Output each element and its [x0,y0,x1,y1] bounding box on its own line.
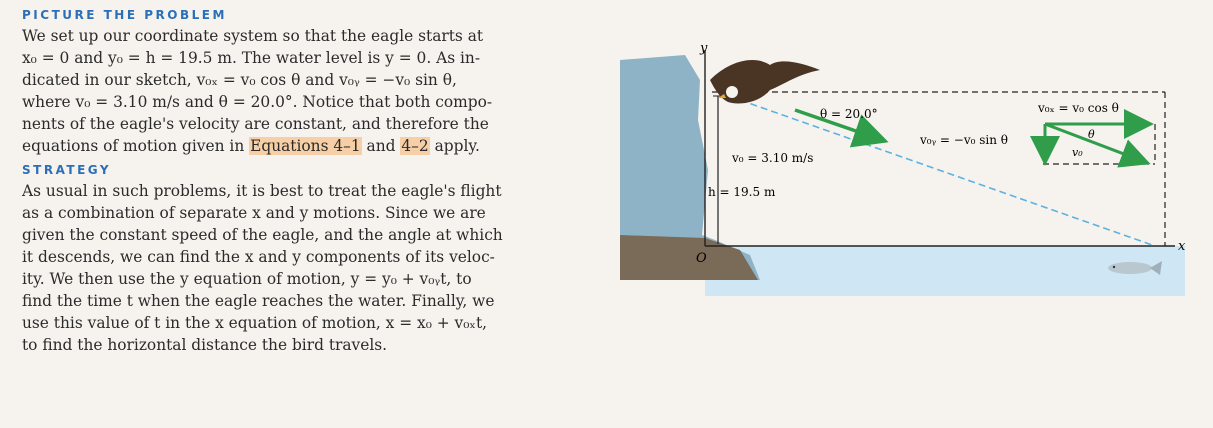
strategy-line: use this value of t in the x equation of… [22,314,488,332]
problem-line: dicated in our sketch, v₀ₓ = v₀ cos θ an… [22,71,457,89]
problem-text: apply. [429,137,480,155]
text-column: PICTURE THE PROBLEM We set up our coordi… [22,8,597,362]
velocity-vector [794,108,889,148]
equations-4-2-link[interactable]: 4–2 [400,137,430,155]
y-axis-label: y [699,41,708,56]
water-surface [705,246,1185,296]
cliff [620,55,760,280]
v0-small-vector [1044,122,1151,168]
eagle-figure: y x O h = 19.5 m θ = 20.0° v₀ = 3.10 m/s… [620,41,1186,296]
problem-line: x₀ = 0 and y₀ = h = 19.5 m. The water le… [22,49,481,67]
strategy-line: ity. We then use the y equation of motio… [22,270,472,288]
v0-small-label: v₀ [1072,146,1083,159]
vy-label: v₀ᵧ = −v₀ sin θ [919,133,1008,147]
strategy-line: to find the horizontal distance the bird… [22,336,388,354]
strategy-line: find the time t when the eagle reaches t… [22,292,495,310]
height-label: h = 19.5 m [708,185,776,199]
picture-problem-heading: PICTURE THE PROBLEM [22,8,227,22]
problem-line: nents of the eagle's velocity are consta… [22,115,489,133]
problem-line: where v₀ = 3.10 m/s and θ = 20.0°. Notic… [22,93,493,111]
problem-text: equations of motion given in [22,137,250,155]
problem-text: and [361,137,401,155]
cliff-base-rock [620,235,758,280]
angle-label: θ = 20.0° [820,107,878,121]
flight-path [739,99,1156,247]
eagle-icon [710,60,820,104]
problem-line-last: equations of motion given in Equations 4… [22,135,597,157]
origin-label: O [696,251,707,266]
fish-icon [1108,261,1162,275]
strategy-heading: STRATEGY [22,163,112,177]
vx-label: v₀ₓ = v₀ cos θ [1037,101,1119,115]
strategy-line: given the constant speed of the eagle, a… [22,226,503,244]
theta-label: θ [1088,128,1095,141]
strategy-line: as a combination of separate x and y mot… [22,204,486,222]
x-axis-label: x [1178,239,1186,254]
strategy-paragraph: As usual in such problems, it is best to… [22,180,597,356]
strategy-line: it descends, we can find the x and y com… [22,248,495,266]
problem-line: We set up our coordinate system so that … [22,27,484,45]
picture-problem-paragraph: We set up our coordinate system so that … [22,25,597,157]
speed-label: v₀ = 3.10 m/s [731,151,813,165]
equations-4-1-link[interactable]: Equations 4–1 [249,137,362,155]
strategy-line: As usual in such problems, it is best to… [22,182,502,200]
